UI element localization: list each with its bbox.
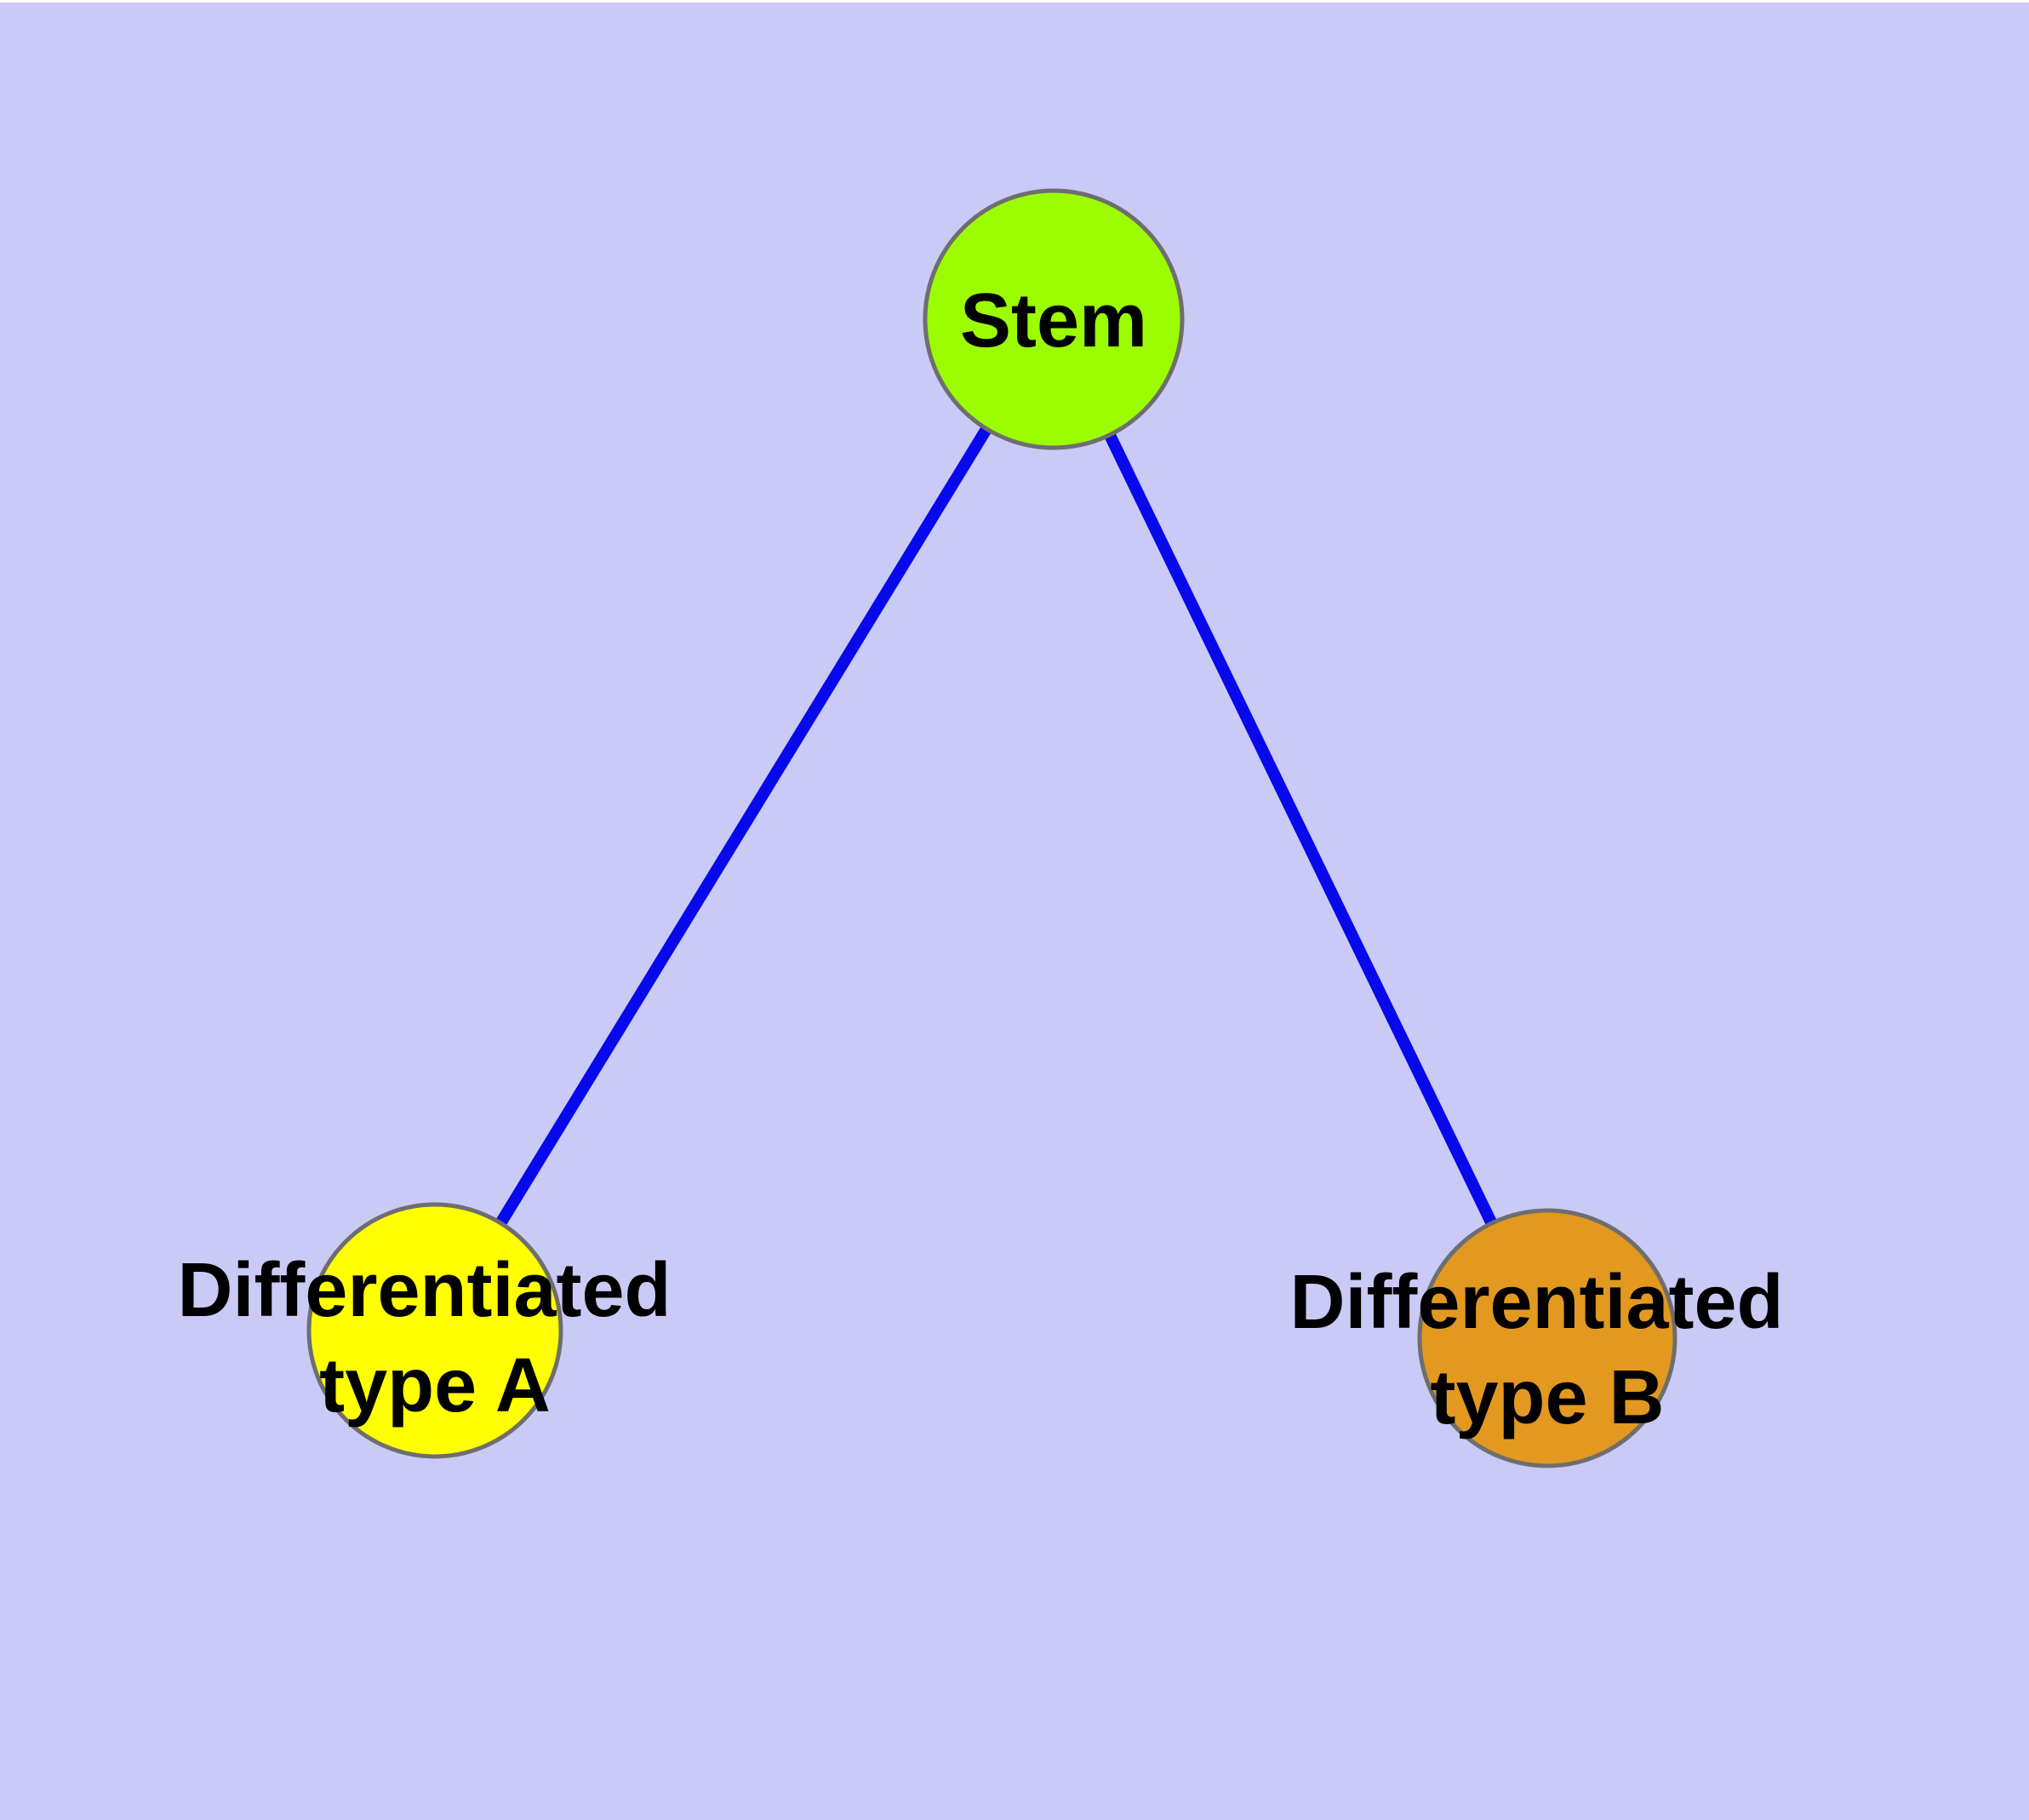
node-type-a-label-line2: type A bbox=[319, 1343, 551, 1428]
node-type-b-circle bbox=[1417, 1208, 1677, 1468]
node-type-a-label-line1: Differentiated bbox=[177, 1248, 671, 1333]
edge-stem-to-type-a bbox=[430, 316, 1059, 1334]
node-type-b-label: Differentiated type B bbox=[1289, 1260, 1804, 1440]
node-type-b-label-line2: type B bbox=[1430, 1355, 1664, 1440]
node-stem-label: Stem bbox=[960, 278, 1147, 363]
node-type-b-label-line1: Differentiated bbox=[1289, 1260, 1783, 1345]
node-type-a-circle bbox=[306, 1202, 563, 1459]
edge-stem-to-type-b bbox=[1048, 316, 1553, 1342]
node-stem-circle bbox=[923, 188, 1185, 450]
node-type-a-label: Differentiated type A bbox=[177, 1248, 692, 1428]
node-stem-label-line1: Stem bbox=[960, 278, 1147, 363]
